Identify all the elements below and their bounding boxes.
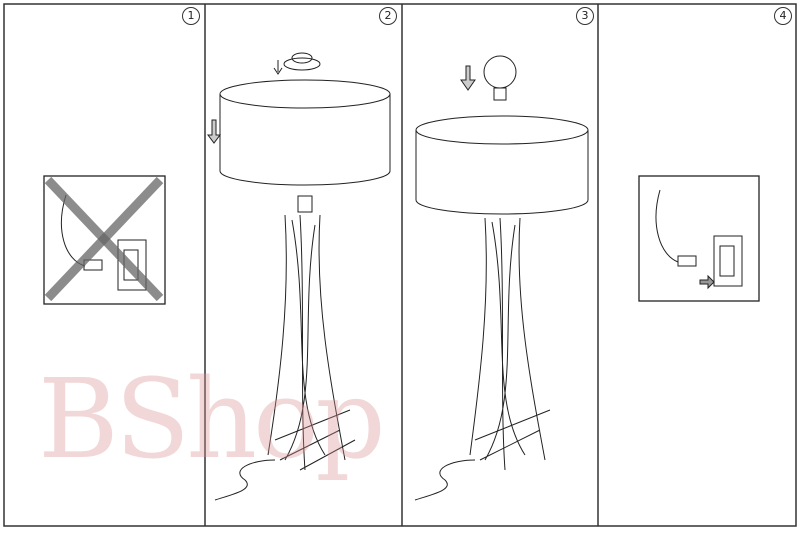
step-number-3: 3 xyxy=(576,7,594,25)
step-number-4: 4 xyxy=(774,7,792,25)
step-number-2: 2 xyxy=(379,7,397,25)
outer-frame xyxy=(3,3,797,527)
watermark: BShop xyxy=(38,355,386,483)
plug-in-illustration xyxy=(638,175,760,302)
lamp-assembly-step3 xyxy=(414,55,589,501)
lamp-assembly-step2 xyxy=(207,52,391,501)
unplug-forbidden-illustration xyxy=(43,175,166,305)
step-number-1: 1 xyxy=(182,7,200,25)
